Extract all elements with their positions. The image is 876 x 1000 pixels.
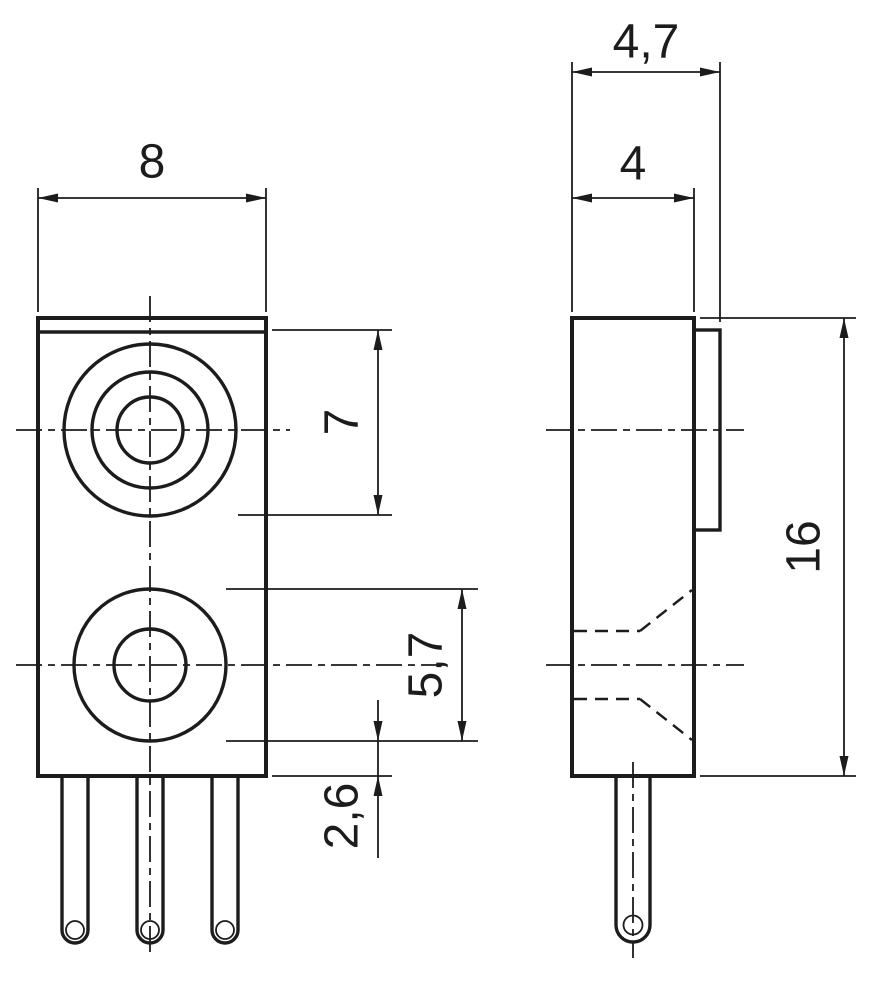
dim-hole-diameter: 2,6: [272, 700, 392, 858]
dimension-label-overall-depth: 4,7: [613, 16, 680, 69]
arrowhead-up: [839, 318, 849, 338]
side-body-outline: [570, 316, 696, 778]
dim-top-bore-depth: 7: [238, 329, 392, 516]
dimension-label-top-bore-depth: 7: [316, 409, 369, 436]
arrowhead-up: [373, 776, 383, 796]
arrowhead-down: [373, 721, 383, 741]
arrowhead-right: [674, 193, 694, 203]
dimension-label-hole-diameter: 2,6: [316, 783, 369, 850]
dimension-label-counterbore-diameter: 5,7: [400, 632, 453, 699]
dim-body-depth: 4: [572, 138, 695, 312]
dimension-label-body-depth: 4: [620, 138, 647, 191]
front-body-outline: [36, 316, 268, 778]
arrowhead-down: [839, 756, 849, 776]
pin-left-hole: [65, 920, 85, 940]
dim-body-height: 16: [700, 317, 856, 777]
arrowhead-down: [373, 495, 383, 515]
dimension-label-body-width: 8: [139, 136, 166, 189]
pin-left: [60, 776, 90, 945]
pin-right: [210, 776, 240, 945]
arrowhead-down: [457, 721, 467, 741]
arrowhead-left: [572, 193, 592, 203]
hidden-countersink-bottom: [639, 698, 693, 741]
arrowhead-right: [700, 67, 720, 77]
front-view: [16, 296, 448, 952]
dimension-label-body-height: 16: [778, 520, 831, 573]
arrowhead-up: [373, 330, 383, 350]
dim-front-width: 8: [37, 136, 267, 312]
pin-right-hole: [215, 920, 235, 940]
dim-overall-depth: 4,7: [571, 16, 721, 322]
side-view: [546, 316, 744, 958]
dim-counterbore-diameter: 5,7: [226, 588, 478, 742]
arrowhead-up: [457, 589, 467, 609]
hidden-countersink-top: [639, 589, 693, 632]
arrowhead-left: [572, 67, 592, 77]
arrowhead-left: [38, 193, 58, 203]
arrowhead-right: [246, 193, 266, 203]
